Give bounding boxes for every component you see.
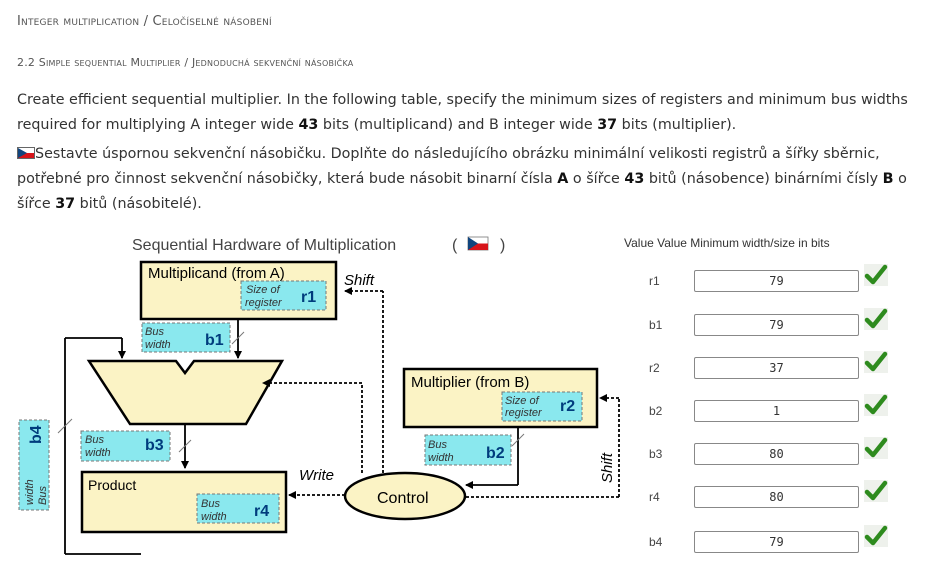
svg-text:register: register xyxy=(245,297,283,309)
svg-text:r4: r4 xyxy=(254,503,269,520)
svg-text:width: width xyxy=(24,479,36,505)
svg-text:b2: b2 xyxy=(486,445,505,462)
check-icon xyxy=(864,308,888,330)
multiplier-diagram: Sequential Hardware of Multiplication ( … xyxy=(18,236,620,555)
multiplier-label: Multiplier (from B) xyxy=(411,374,529,391)
svg-text:register: register xyxy=(505,407,543,419)
r1-tag xyxy=(240,280,327,311)
control-unit xyxy=(343,471,467,521)
check-icon xyxy=(864,394,888,416)
row-label-r2: r2 xyxy=(649,361,660,375)
svg-text:width: width xyxy=(201,511,227,523)
svg-text:width: width xyxy=(428,452,454,464)
b1-value-input[interactable] xyxy=(694,314,859,336)
multiplicand-label: Multiplicand (from A) xyxy=(148,265,285,282)
svg-text:Bus: Bus xyxy=(428,439,447,451)
svg-text:Bus: Bus xyxy=(85,434,104,446)
row-label-b4: b4 xyxy=(649,535,663,549)
r4-tag xyxy=(196,493,280,524)
r2-value-input[interactable] xyxy=(694,357,859,379)
section-heading: 2.2 Simple sequential Multiplier / Jedno… xyxy=(17,56,354,69)
paren-close: ) xyxy=(500,237,505,254)
check-icon xyxy=(864,437,888,459)
check-icon xyxy=(864,351,888,373)
write-label: Write xyxy=(299,467,334,484)
table-header: Value Value Minimum width/size in bits xyxy=(624,236,830,250)
svg-text:Bus: Bus xyxy=(145,326,164,338)
svg-text:Bus: Bus xyxy=(37,486,49,505)
czech-flag-icon[interactable] xyxy=(467,236,489,251)
b4-tag xyxy=(18,419,50,511)
svg-text:r2: r2 xyxy=(560,398,575,415)
b2-value-input[interactable] xyxy=(694,400,859,422)
svg-text:Size of: Size of xyxy=(246,284,281,296)
row-label-r4: r4 xyxy=(649,490,660,504)
svg-text:width: width xyxy=(85,447,111,459)
r1-value-input[interactable] xyxy=(694,270,859,292)
check-icon xyxy=(864,264,888,286)
diagram-title: Sequential Hardware of Multiplication xyxy=(132,237,396,254)
check-icon xyxy=(864,480,888,502)
svg-text:b1: b1 xyxy=(205,332,224,349)
a-bits: 43 xyxy=(298,117,319,133)
b2-tag xyxy=(424,434,512,466)
control-label: Control xyxy=(377,490,429,507)
adder-alu xyxy=(86,359,285,426)
r2-tag xyxy=(501,391,583,422)
svg-text:b3: b3 xyxy=(145,437,164,454)
check-icon xyxy=(864,525,888,547)
r4-value-input[interactable] xyxy=(694,486,859,508)
b3-value-input[interactable] xyxy=(694,443,859,465)
row-label-r1: r1 xyxy=(649,274,660,288)
instructions-english: Create efficient sequential multiplier. … xyxy=(17,92,908,133)
b-bits: 37 xyxy=(597,117,618,133)
b4-value-input[interactable] xyxy=(694,531,859,553)
instructions-czech: Sestavte úspornou sekvenční násobičku. D… xyxy=(17,146,907,212)
svg-text:r1: r1 xyxy=(301,289,316,306)
svg-text:Size of: Size of xyxy=(505,395,540,407)
paren-open: ( xyxy=(452,237,458,254)
svg-text:b4: b4 xyxy=(28,425,45,444)
row-label-b1: b1 xyxy=(649,318,663,332)
svg-text:width: width xyxy=(145,339,171,351)
row-label-b3: b3 xyxy=(649,447,663,461)
row-label-b2: b2 xyxy=(649,404,663,418)
b3-tag xyxy=(80,430,171,462)
shift-label-right: Shift xyxy=(599,452,616,483)
b1-tag xyxy=(141,322,231,353)
page-heading: Integer multiplication / Celočíselné nás… xyxy=(17,14,272,29)
product-label: Product xyxy=(88,477,136,493)
czech-flag-icon xyxy=(17,147,35,159)
shift-label-top: Shift xyxy=(344,272,375,289)
svg-text:Bus: Bus xyxy=(201,498,220,510)
